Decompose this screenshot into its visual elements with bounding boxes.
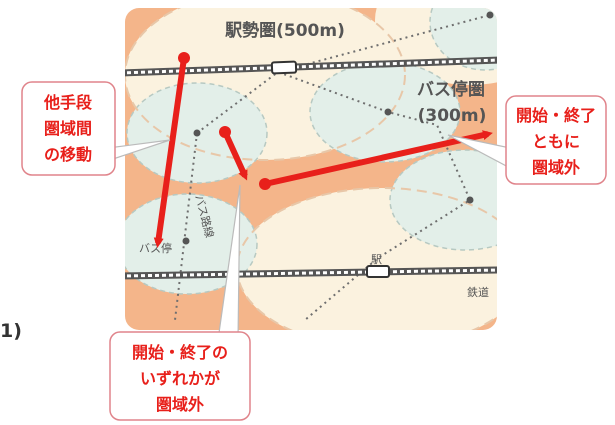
map-area	[125, 8, 497, 330]
bus-zone-right	[389, 149, 497, 251]
svg-text:開始・終了の: 開始・終了の	[132, 343, 228, 362]
bus-stop-dot	[466, 196, 474, 204]
svg-text:ともに: ともに	[532, 132, 580, 151]
callout-bottom: 開始・終了の いずれかが 圏域外	[109, 331, 251, 421]
svg-text:バス停圏: バス停圏	[417, 79, 485, 100]
callout-leaders	[107, 134, 511, 341]
callout-left: 他手段 圏域間 の移動	[21, 81, 116, 176]
station-zone-label: 駅勢圏(500m)	[224, 20, 345, 41]
station-zone-border	[125, 8, 406, 161]
bus-stops	[182, 11, 494, 245]
railway-bottom	[125, 265, 497, 280]
railway-label: 鉄道	[467, 285, 489, 299]
svg-text:(300m): (300m)	[418, 106, 487, 126]
bus-stop-label: バス停	[139, 241, 172, 255]
station-icon	[366, 265, 390, 278]
station-label: 駅	[371, 253, 382, 266]
svg-text:圏域外: 圏域外	[156, 395, 204, 414]
callout-right: 開始・終了 ともに 圏域外	[505, 95, 607, 185]
svg-text:他手段: 他手段	[43, 93, 93, 112]
list-number: 1)	[0, 320, 22, 342]
svg-text:圏域外: 圏域外	[532, 158, 580, 177]
trip-arrow-one-outside	[222, 130, 248, 181]
bus-zone-label: バス停圏 (300m)	[417, 79, 486, 126]
trip-arrow-between-zones	[153, 57, 187, 248]
bus-stop-dot	[384, 108, 392, 116]
bus-stop-dot	[193, 129, 201, 137]
station-icon	[270, 60, 298, 75]
svg-text:いずれかが: いずれかが	[140, 369, 220, 388]
bus-routes	[174, 14, 491, 321]
svg-text:開始・終了: 開始・終了	[516, 106, 596, 125]
trip-arrow-both-outside	[264, 130, 493, 187]
trip-arrows	[153, 52, 493, 248]
svg-text:圏域間: 圏域間	[44, 119, 92, 138]
bus-zone-topright	[429, 8, 497, 71]
bus-stop-dot	[486, 11, 494, 19]
svg-text:の移動: の移動	[44, 145, 92, 164]
bus-stop-dot	[182, 237, 190, 245]
